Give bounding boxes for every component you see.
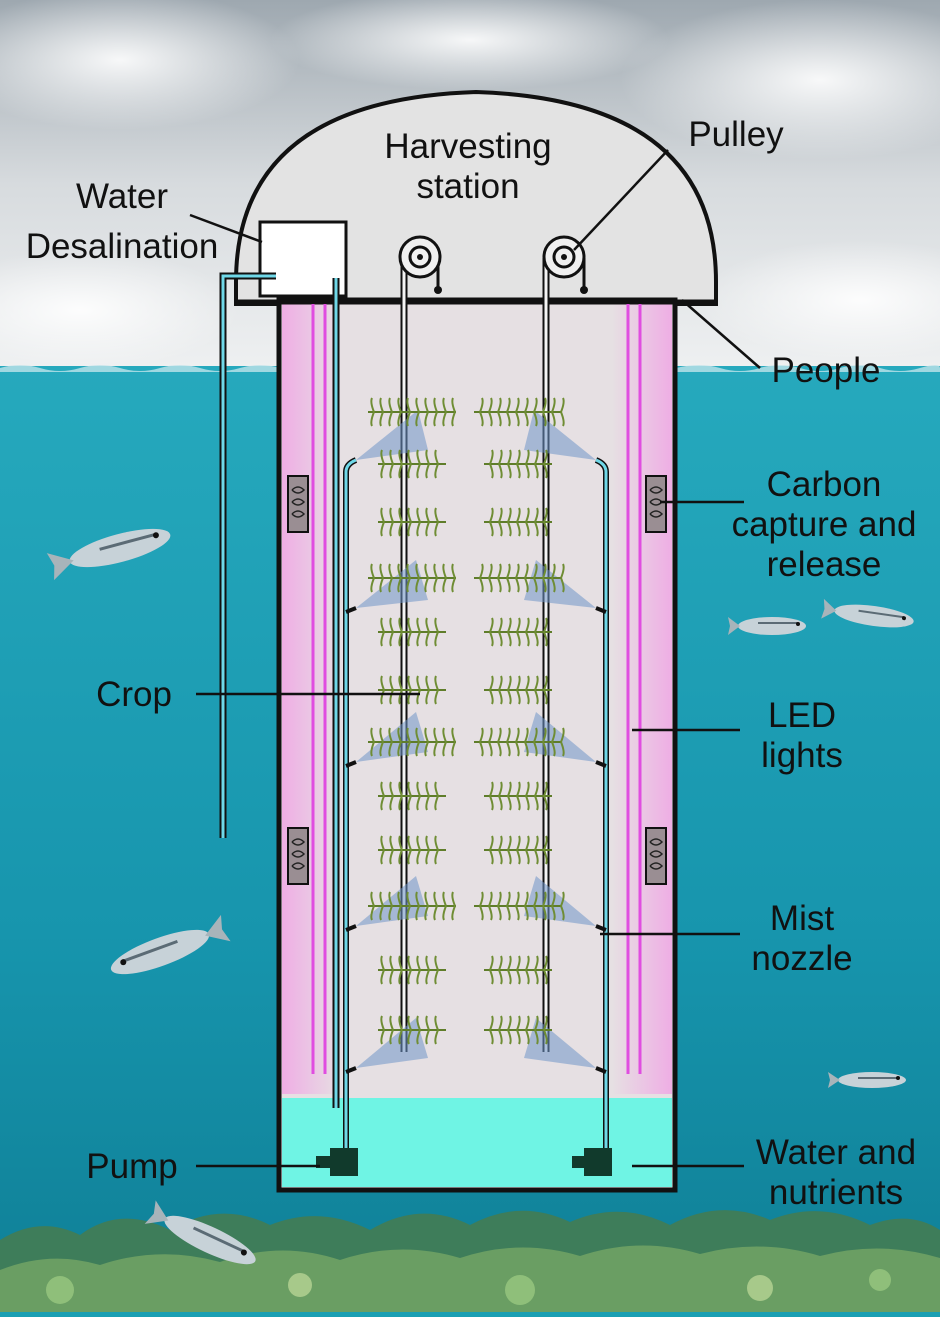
clouds bbox=[0, 0, 940, 370]
leader-lines bbox=[189, 149, 761, 1168]
crop-plant bbox=[378, 675, 446, 705]
crop-plant bbox=[484, 507, 552, 537]
fish-1 bbox=[46, 528, 171, 581]
coral-reef bbox=[0, 1210, 940, 1312]
carbon-capture-label-1: Carbon bbox=[767, 465, 882, 504]
crop-plant bbox=[484, 835, 552, 865]
crop-plant bbox=[484, 1015, 552, 1045]
crop-plant bbox=[378, 955, 446, 985]
fish-4 bbox=[728, 617, 806, 635]
pulley-system bbox=[398, 235, 588, 1052]
crop-plant bbox=[474, 397, 565, 427]
mist-nozzles bbox=[345, 606, 607, 1074]
water-desalination-label-2: Desalination bbox=[26, 227, 219, 266]
mist-pipes bbox=[343, 457, 609, 1150]
crop-plant bbox=[378, 617, 446, 647]
fish-2 bbox=[110, 914, 231, 975]
led-lights-label-1: LED bbox=[768, 696, 836, 735]
mist-nozzle-label-1: Mist bbox=[770, 899, 834, 938]
crop-label: Crop bbox=[96, 675, 172, 714]
pump-left bbox=[330, 1148, 358, 1176]
crop-plant bbox=[474, 891, 565, 921]
carbon-capture-units bbox=[287, 475, 667, 885]
crop-plant bbox=[378, 835, 446, 865]
led-glow-right bbox=[612, 304, 672, 1094]
crop-plants bbox=[368, 397, 565, 1045]
crop-plant bbox=[484, 617, 552, 647]
led-lights bbox=[311, 304, 642, 1074]
crop-plant bbox=[484, 449, 552, 479]
crop-plant bbox=[378, 507, 446, 537]
harvesting-station-label-1: Harvesting bbox=[384, 127, 551, 166]
crop-plant bbox=[368, 727, 456, 757]
crop-plant bbox=[474, 563, 565, 593]
crop-plant bbox=[484, 955, 552, 985]
harvesting-dome bbox=[234, 89, 718, 306]
pulley-label: Pulley bbox=[688, 115, 784, 154]
pump-right bbox=[584, 1148, 612, 1176]
fish-6 bbox=[828, 1072, 906, 1088]
crop-plant bbox=[368, 563, 456, 593]
water-nutrients-label-1: Water and bbox=[756, 1133, 916, 1172]
crop-plant bbox=[378, 781, 446, 811]
pumps bbox=[316, 1148, 612, 1176]
pump-label: Pump bbox=[86, 1147, 177, 1186]
water-desalination-label-1: Water bbox=[76, 177, 168, 216]
crop-plant bbox=[368, 891, 456, 921]
crop-plant bbox=[378, 1015, 446, 1045]
sea-surface-right bbox=[676, 365, 940, 372]
sea-surface-left bbox=[0, 365, 280, 372]
led-lights-label-2: lights bbox=[761, 736, 843, 775]
crop-plant bbox=[484, 675, 552, 705]
harvesting-station-label-2: station bbox=[416, 167, 519, 206]
fish-5 bbox=[821, 598, 914, 628]
desalination-unit bbox=[258, 220, 348, 298]
crop-plant bbox=[378, 449, 446, 479]
fish-group bbox=[46, 528, 914, 1265]
carbon-capture-label-2: capture and bbox=[732, 505, 917, 544]
crop-plant bbox=[484, 781, 552, 811]
mist-sprays bbox=[356, 410, 596, 1068]
intake-pipe bbox=[219, 272, 276, 838]
crop-plant bbox=[368, 397, 456, 427]
mist-nozzle-label-2: nozzle bbox=[751, 939, 852, 978]
water-nutrients-label-2: nutrients bbox=[769, 1173, 903, 1212]
crop-plant bbox=[474, 727, 565, 757]
fish-3 bbox=[144, 1200, 256, 1265]
people-label: People bbox=[772, 351, 881, 390]
carbon-capture-label-3: release bbox=[767, 545, 882, 584]
